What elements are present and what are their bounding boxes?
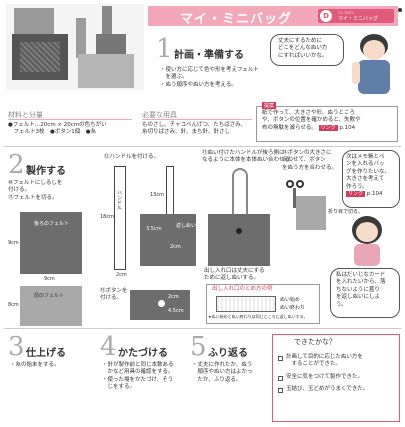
check-item-3: 玉結び、玉どめがうまくできた。 — [286, 386, 369, 392]
tools-heading: 必要な用具 — [142, 111, 177, 119]
step2-bubble2-text: 私はだいじなカードを入れたいから、落ちないように蓋り を返しぬいにしよう。 — [336, 272, 386, 308]
step3-title: 仕上げる — [26, 348, 66, 359]
corner-dot — [398, 8, 402, 12]
stitch-start-label: ぬい始め — [280, 297, 301, 303]
back-felt-height: 9cm — [8, 240, 19, 246]
tools-rule — [142, 119, 252, 120]
step3-number: 3 — [8, 332, 25, 362]
step1-title: 計画・準備する — [174, 50, 244, 61]
check-item-1: 計画して目的に応じたぬい方を することができた。 — [286, 354, 363, 368]
step1-bubble — [270, 34, 344, 66]
step2-a-text: ⑩フェルトにしるしを付ける。⑪フェルトを切る。 — [8, 180, 63, 201]
folded-felt — [296, 196, 326, 230]
button-2cm: 2cm — [168, 294, 179, 300]
step2-e-text: ⑮ボタンを付ける。 — [100, 288, 128, 302]
button-45cm: 4.5cm — [168, 308, 184, 314]
handle-strip — [114, 166, 126, 270]
self-check-box — [272, 334, 400, 422]
back-felt-width: 9cm — [44, 276, 55, 282]
check-item-2: 安全に気をつけて製作できた。 — [286, 374, 364, 380]
step5-text: ・丈夫に作れたか、ぬう 順序やぬい方はよかっ たか、ふり返る。 — [192, 362, 253, 383]
step2-bubble1 — [342, 150, 400, 208]
unit-tag-line1: ▭ ▭▭ — [338, 10, 354, 16]
front-felt-height: 8cm — [8, 302, 19, 308]
tip-text: 紙で作って、大きさや形、ぬうところや、ボタンの位置を確かめると、失敗や 布の無駄… — [262, 110, 361, 131]
check-item-3-box[interactable] — [278, 388, 283, 393]
bag-handle-2cm: 2cm — [170, 244, 181, 250]
step2-title: 製作する — [26, 166, 66, 177]
back-felt-label: 後ろのフェルト — [34, 221, 70, 227]
step2-f-text: 出し入れ口は丈夫にするために返しぬいする。 — [204, 268, 265, 282]
stitch-note: ★ぬい始めとぬい終わりは同じところに返しぬいする。 — [208, 314, 308, 319]
bag-photo — [6, 4, 144, 90]
unit-tag: ▭ ▭▭ マイ・ミニバッグ — [318, 9, 394, 23]
step2-c-text: ⑬ぬい付けたハンドルが後ろ側になるように本体を本体ぬい合わせる。 — [202, 150, 296, 164]
step1-bubble-text: 丈夫にするためにどこをどんなぬい方にすればいいかな。 — [278, 38, 328, 59]
step3-text: ・糸の始末をする。 — [10, 362, 60, 368]
page-title: マイ・ミニバッグ — [180, 12, 293, 27]
bag-handle-35cm: 3.5cm — [146, 226, 162, 232]
back-felt — [20, 212, 82, 274]
stitch-diagram — [216, 296, 276, 312]
fold-cut-label: 折り目で切る。 — [328, 209, 364, 215]
bag-handle-13cm: 13cm — [150, 192, 164, 198]
step2-panel — [4, 146, 401, 324]
materials-rule — [8, 119, 132, 120]
step2-d-text: ⑭ボタンの大きさに合わせて、ボタンをぬう方を合わせる。 — [282, 150, 338, 171]
bottom-rule — [4, 328, 401, 329]
girl-illustration — [348, 216, 386, 266]
step1-number: 1 — [156, 34, 173, 64]
tip-link[interactable]: リンク — [318, 124, 338, 131]
materials-text: ●フェルト…20cm × 20cmの色ちがい フェルト3枚 ●ボタン1個 ●糸 — [8, 122, 107, 136]
step2-bubble2 — [330, 268, 400, 318]
step1-text: ・使い方に応じて色や形を考えフェルト を選ぶ。・ぬう順序やぬい方を考える。 — [160, 67, 259, 88]
step2-number: 2 — [8, 150, 25, 180]
sewn-bag-button — [236, 228, 242, 234]
unit-tag-line2: マイ・ミニバッグ — [338, 15, 379, 22]
unit-icon: D — [320, 10, 332, 22]
step4-title: かたづける — [118, 348, 168, 359]
back-stitch-label: 返しぬい — [176, 223, 197, 229]
self-check-title: できたかな？ — [294, 338, 336, 346]
scissors-icon — [284, 180, 306, 208]
step2-bubble1-text: 次はメモ帳とペンを入れるバッグを作りたいな。 大きさを考えて作ろう。 リンク p… — [346, 154, 391, 198]
boy-illustration — [352, 32, 396, 98]
sewn-bag-handle — [232, 168, 248, 216]
handle-label: ハンドル — [116, 190, 122, 210]
sewn-bag — [208, 214, 270, 266]
bag-body — [140, 214, 196, 266]
step2-b-text: ⑫ハンドルを付ける。 — [104, 154, 160, 160]
step5-number: 5 — [190, 332, 207, 362]
handle-length: 18cm — [100, 214, 114, 220]
stitch-end-label: ぬい終わり — [280, 305, 306, 311]
bubble1-link[interactable]: リンク — [346, 191, 366, 198]
tip-box — [256, 106, 398, 142]
step4-text: ・針が製作前と同じ本数ある かなど用具の確認をする。・使った場をかたづけ、そう … — [102, 362, 174, 391]
tip-tag: 提案 — [262, 102, 277, 109]
felt-button — [158, 300, 165, 307]
step4-number: 4 — [100, 332, 117, 362]
step5-title: ふり返る — [208, 348, 248, 359]
front-felt — [20, 286, 82, 326]
handle-width: 2cm — [116, 272, 127, 278]
tools-text: ものさし、チャコペんげつ、たちばさみ、糸切りばさみ、針、まち針、針さし — [142, 122, 247, 136]
check-item-1-box[interactable] — [278, 356, 283, 361]
check-item-2-box[interactable] — [278, 376, 283, 381]
materials-heading: 材料と分量 — [8, 111, 43, 119]
stitch-example-title: 出し入れ口のとめ方の例 — [212, 286, 273, 292]
front-felt-label: 前のフェルト — [34, 293, 65, 299]
